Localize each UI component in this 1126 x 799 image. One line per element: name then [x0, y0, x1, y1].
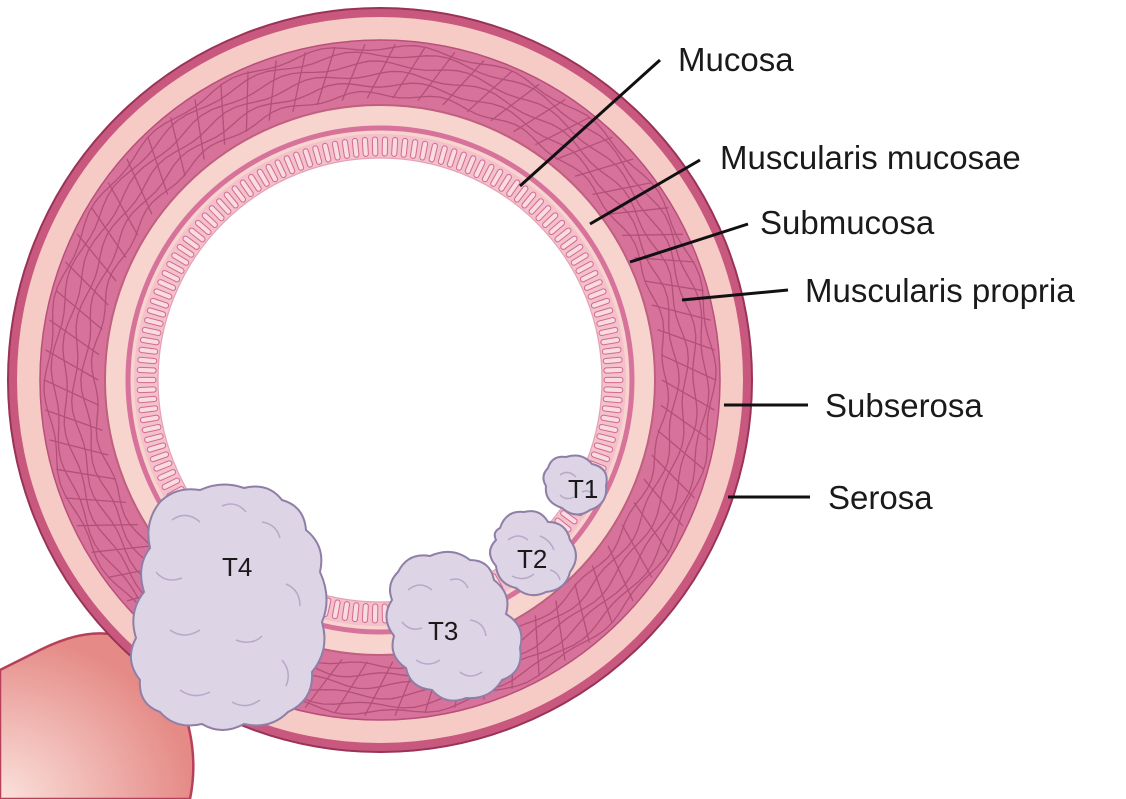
tumor-label-t3: T3 — [428, 616, 458, 646]
villus — [603, 396, 622, 403]
label-muscularis-mucosae: Muscularis mucosae — [720, 139, 1021, 176]
villus — [372, 137, 378, 156]
villus — [372, 604, 378, 623]
villus — [382, 137, 388, 156]
villus — [604, 377, 623, 382]
tumor-t4: T4 — [131, 484, 327, 730]
label-muscularis-propria: Muscularis propria — [805, 272, 1075, 309]
label-mucosa: Mucosa — [678, 41, 794, 78]
label-serosa: Serosa — [828, 479, 933, 516]
label-submucosa: Submucosa — [760, 204, 935, 241]
villus — [604, 387, 623, 393]
villus — [137, 377, 156, 382]
villus — [362, 603, 368, 622]
tumor-label-t1: T1 — [568, 474, 598, 504]
villus — [604, 367, 623, 373]
tumor-label-t2: T2 — [517, 544, 547, 574]
label-subserosa: Subserosa — [825, 387, 983, 424]
villus — [138, 357, 157, 364]
tumor-label-t4: T4 — [222, 552, 252, 582]
villus — [391, 137, 397, 156]
villus — [138, 396, 157, 403]
villus — [603, 357, 622, 364]
villus — [362, 137, 368, 156]
villus — [137, 387, 156, 393]
villus — [137, 367, 156, 373]
